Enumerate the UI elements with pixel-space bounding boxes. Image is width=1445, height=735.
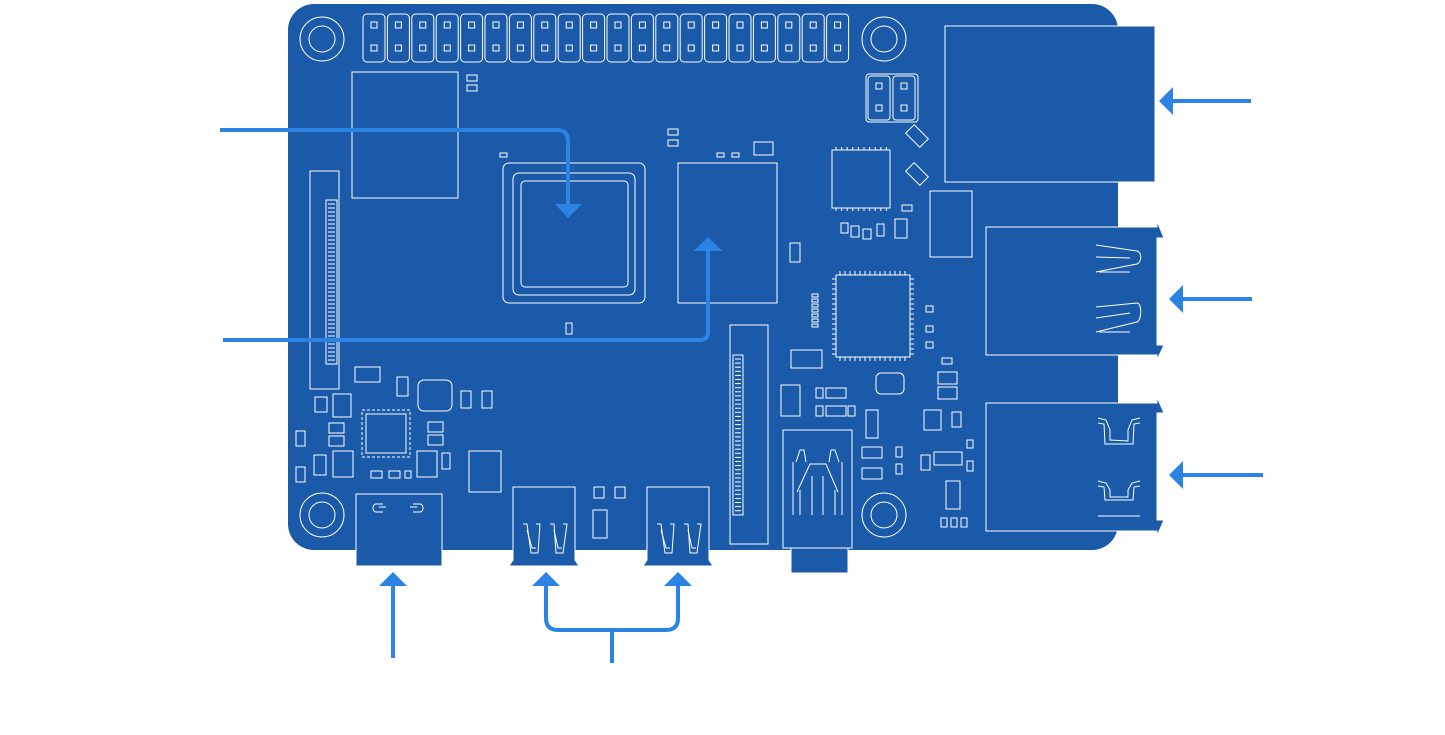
gpio-pin (736, 21, 744, 29)
gpio-pin (712, 21, 720, 29)
gpio-pin (443, 44, 451, 52)
callout-processor (220, 128, 582, 218)
gpio-pin (687, 21, 695, 29)
gpio-column (679, 13, 703, 63)
gpio-pin (419, 21, 427, 29)
gpio-column (777, 13, 801, 63)
pcb-board (288, 4, 1165, 574)
gpio-pin (590, 21, 598, 29)
gpio-pin (687, 44, 695, 52)
gpio-pin (468, 21, 476, 29)
gpio-pin (394, 44, 402, 52)
gpio-column (533, 13, 557, 63)
gpio-pin (638, 44, 646, 52)
micro-hdmi-ports (508, 486, 714, 567)
micro-hdmi-port (508, 486, 580, 567)
ethernet-port (944, 25, 1156, 183)
callout-usb2 (1169, 461, 1263, 489)
gpio-pin (394, 21, 402, 29)
gpio-pin (614, 21, 622, 29)
gpio-pin (785, 21, 793, 29)
usb-c-power (355, 493, 443, 567)
gpio-pin (809, 44, 817, 52)
gpio-header (362, 13, 850, 63)
gpio-column (362, 13, 386, 63)
gpio-column (606, 13, 630, 63)
gpio-column (435, 13, 459, 63)
gpio-pin (663, 21, 671, 29)
gpio-column (411, 13, 435, 63)
gpio-pin (663, 44, 671, 52)
gpio-column (752, 13, 776, 63)
gpio-pin (516, 44, 524, 52)
gpio-pin (370, 44, 378, 52)
gpio-pin (809, 21, 817, 29)
gpio-column (728, 13, 752, 63)
gpio-pin (516, 21, 524, 29)
gpio-pin (541, 44, 549, 52)
gpio-column (704, 13, 728, 63)
gpio-pin (565, 44, 573, 52)
gpio-pin (590, 44, 598, 52)
usb3-ports (985, 220, 1165, 361)
gpio-pin (736, 44, 744, 52)
gpio-column (557, 13, 581, 63)
camera-connector (309, 170, 340, 390)
gpio-column (386, 13, 410, 63)
gpio-column (826, 13, 850, 63)
micro-hdmi-port (642, 486, 714, 567)
gpio-column (801, 13, 825, 63)
gpio-pin (370, 21, 378, 29)
gpio-column (630, 13, 654, 63)
usb2-ports (985, 396, 1165, 537)
audio-jack (782, 429, 853, 574)
gpio-pin (443, 21, 451, 29)
pcb-outline (288, 4, 1118, 550)
gpio-pin (638, 21, 646, 29)
gpio-pin (419, 44, 427, 52)
gpio-column (460, 13, 484, 63)
gpio-pin (712, 44, 720, 52)
callout-usb-c-power (379, 572, 407, 658)
gpio-pin (492, 44, 500, 52)
memory-chip (351, 71, 459, 199)
gpio-pin (468, 44, 476, 52)
processor-chip (502, 162, 646, 304)
poe-header (865, 73, 919, 123)
gpio-column (582, 13, 606, 63)
power-management-area (295, 366, 626, 539)
callout-arrows (220, 87, 1263, 663)
gpio-pin (760, 21, 768, 29)
gpio-pin (541, 21, 549, 29)
callout-memory (223, 237, 722, 342)
gpio-pin (760, 44, 768, 52)
wireless-chip (677, 162, 778, 304)
callout-ethernet (1159, 87, 1251, 115)
gpio-column (508, 13, 532, 63)
callout-micro-hdmi (532, 572, 692, 663)
display-connector (729, 324, 769, 545)
gpio-pin (785, 44, 793, 52)
gpio-pin (492, 21, 500, 29)
gpio-pin (565, 21, 573, 29)
gpio-pin (834, 44, 842, 52)
gpio-pin (834, 21, 842, 29)
gpio-column (484, 13, 508, 63)
callout-usb3 (1169, 285, 1252, 313)
usb-controller-chip (831, 149, 911, 358)
gpio-column (655, 13, 679, 63)
gpio-pin (614, 44, 622, 52)
mounting-holes (299, 16, 907, 538)
